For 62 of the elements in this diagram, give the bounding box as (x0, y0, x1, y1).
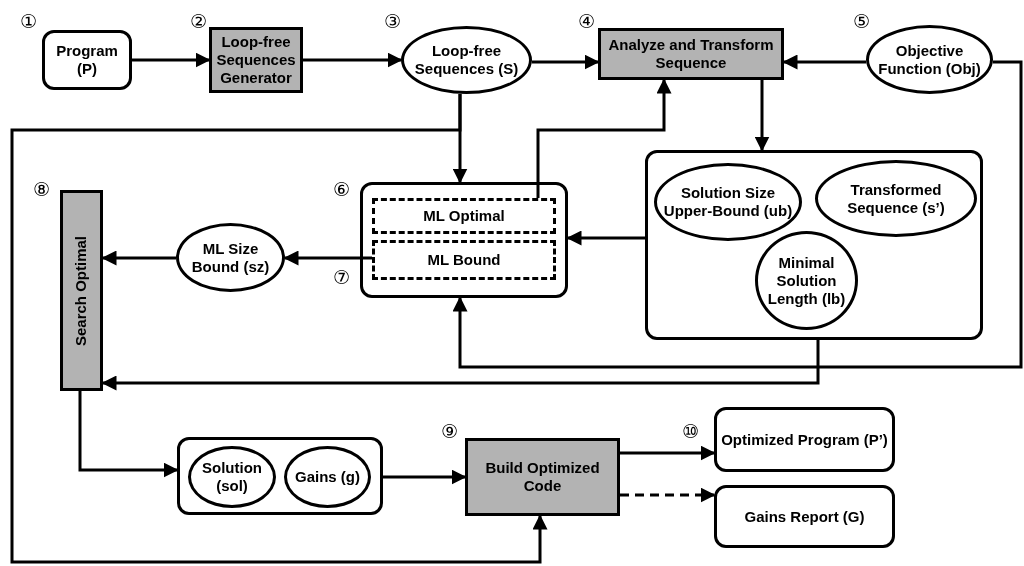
node-label: Optimized Program (P’) (721, 430, 888, 449)
step-number: ⑧ (33, 180, 51, 199)
dashed-box (372, 198, 556, 234)
process-box (598, 28, 784, 80)
dashed-box (372, 240, 556, 280)
data-ellipse (401, 26, 532, 94)
data-ellipse (176, 223, 285, 292)
process-box (42, 30, 132, 90)
process-box (209, 27, 303, 93)
group-box (360, 182, 568, 298)
node-label: Objective Function (Obj) (877, 41, 982, 78)
node-label: Program (P) (55, 42, 119, 78)
step-number: ⑨ (441, 422, 459, 441)
arrow (754, 80, 770, 152)
process-box (465, 438, 620, 516)
arrow (10, 94, 548, 564)
process-box (714, 485, 895, 548)
node-label: Loop-free Sequences Generator (215, 33, 297, 87)
data-ellipse (755, 231, 858, 330)
arrow (782, 54, 866, 70)
node-label: Analyze and Transform Sequence (607, 36, 775, 72)
node-label: Build Optimized Code (484, 459, 601, 495)
step-number: ⑥ (333, 180, 351, 199)
node-label: Solution (sol) (201, 459, 263, 495)
step-number: ③ (384, 12, 402, 31)
arrow (78, 391, 179, 478)
node-label: Solution Size Upper-Bound (ub) (662, 184, 794, 220)
process-box (714, 407, 895, 472)
arrow (101, 340, 820, 391)
node-label: ML Optimal (423, 207, 505, 225)
arrow (303, 52, 403, 68)
arrow (620, 487, 716, 503)
node-label: Gains Report (G) (744, 507, 865, 526)
step-number: ④ (578, 12, 596, 31)
step-number: ② (190, 12, 208, 31)
step-number: ① (20, 12, 38, 31)
arrow (132, 52, 211, 68)
data-ellipse (188, 446, 276, 508)
node-label: ML Size Bound (sz) (190, 239, 271, 276)
arrow (101, 250, 176, 266)
node-label: Gains (g) (295, 468, 360, 486)
arrow (536, 78, 672, 198)
node-label: Loop-free Sequences (S) (413, 42, 520, 78)
node-label: Minimal Solution Length (lb) (766, 253, 847, 308)
data-ellipse (284, 446, 371, 508)
arrow (383, 469, 467, 485)
group-box (645, 150, 983, 340)
arrow (283, 250, 372, 266)
data-ellipse (815, 160, 977, 237)
arrow (532, 54, 600, 70)
data-ellipse (654, 163, 802, 241)
arrow (566, 230, 645, 246)
process-bar (60, 190, 103, 391)
node-label: Transformed Sequence (s’) (846, 180, 946, 217)
node-label: Search Optimal (72, 235, 91, 346)
step-number: ⑤ (853, 12, 871, 31)
arrow (452, 60, 1023, 369)
node-label: ML Bound (427, 251, 501, 269)
arrow (620, 445, 716, 461)
group-box (177, 437, 383, 515)
step-number: ⑦ (333, 268, 351, 287)
step-number: ⑩ (682, 422, 700, 441)
